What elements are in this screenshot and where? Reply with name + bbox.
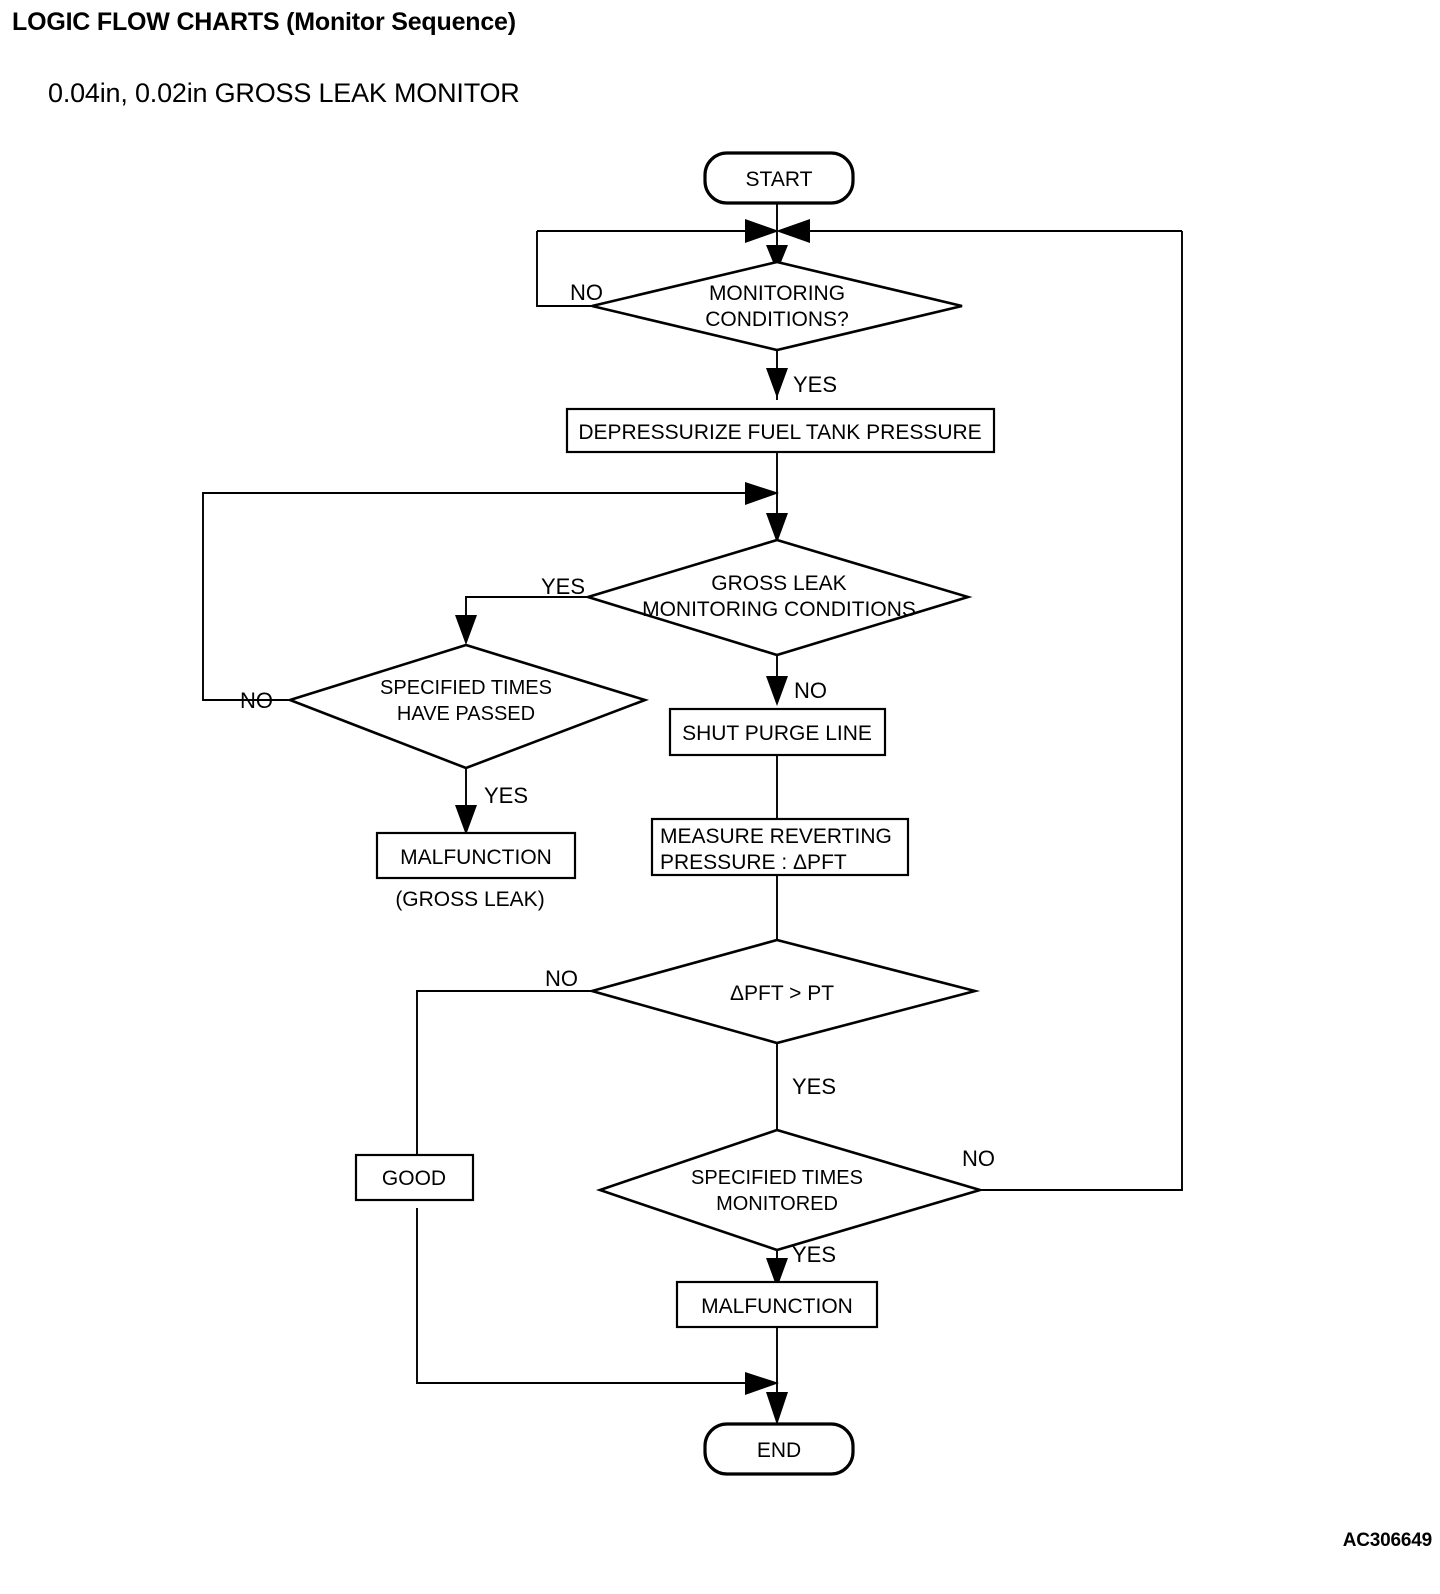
arrowhead-malfunction bbox=[766, 1258, 788, 1288]
node-monitoring-conditions-line1: MONITORING bbox=[709, 282, 845, 305]
node-malfunction-gross-leak[interactable]: MALFUNCTION (GROSS LEAK) bbox=[375, 831, 577, 911]
node-malfunction-label: MALFUNCTION bbox=[701, 1295, 853, 1318]
node-end[interactable]: END bbox=[703, 1422, 855, 1476]
node-good[interactable]: GOOD bbox=[354, 1153, 475, 1202]
node-measure-reverting-pressure-line1: MEASURE REVERTING bbox=[660, 825, 892, 848]
node-pft-greater-pt-label: ΔPFT > PT bbox=[730, 982, 834, 1005]
node-good-label: GOOD bbox=[382, 1167, 446, 1190]
edge-label-mon-cond-yes: YES bbox=[793, 372, 837, 397]
arrowhead-depressurize bbox=[766, 368, 788, 398]
edge-label-times-mon-no: NO bbox=[962, 1146, 995, 1171]
edge-label-gross-yes: YES bbox=[541, 574, 585, 599]
node-shut-purge-line-label: SHUT PURGE LINE bbox=[682, 722, 872, 745]
node-gross-leak-conditions-line1: GROSS LEAK bbox=[711, 572, 846, 595]
node-start[interactable]: START bbox=[703, 151, 855, 205]
arrowhead-malfunction-gross bbox=[455, 805, 477, 835]
node-shut-purge-line[interactable]: SHUT PURGE LINE bbox=[668, 707, 887, 757]
node-end-label: END bbox=[757, 1439, 801, 1462]
node-specified-times-monitored-line1: SPECIFIED TIMES bbox=[691, 1167, 863, 1189]
edge-mon-cond-no bbox=[536, 231, 614, 307]
node-malfunction-gross-leak-label: MALFUNCTION bbox=[400, 846, 552, 869]
edge-label-times-mon-yes: YES bbox=[792, 1242, 836, 1267]
node-specified-times-passed-line1: SPECIFIED TIMES bbox=[380, 677, 552, 699]
node-measure-reverting-pressure-line2: PRESSURE : ΔPFT bbox=[660, 851, 847, 874]
node-malfunction-gross-leak-caption: (GROSS LEAK) bbox=[395, 888, 544, 911]
arrowhead-junction-right bbox=[776, 219, 810, 243]
node-depressurize[interactable]: DEPRESSURIZE FUEL TANK PRESSURE bbox=[565, 407, 996, 454]
node-gross-leak-conditions-line2: MONITORING CONDITIONS bbox=[642, 598, 916, 621]
edge-label-pft-no: NO bbox=[545, 966, 578, 991]
page-subtitle: 0.04in, 0.02in GROSS LEAK MONITOR bbox=[48, 78, 520, 108]
node-gross-leak-conditions[interactable]: GROSS LEAK MONITORING CONDITIONS bbox=[583, 538, 973, 657]
node-monitoring-conditions[interactable]: MONITORING CONDITIONS? bbox=[591, 260, 963, 352]
node-start-label: START bbox=[746, 168, 813, 191]
arrowhead-good-join bbox=[745, 1372, 779, 1395]
edge-label-times-passed-yes: YES bbox=[484, 783, 528, 808]
edge-times-passed-no bbox=[202, 492, 745, 701]
edge-times-mon-no bbox=[980, 231, 1183, 1191]
page-title: LOGIC FLOW CHARTS (Monitor Sequence) bbox=[12, 8, 516, 36]
edge-good-to-end bbox=[416, 1208, 745, 1384]
node-monitoring-conditions-line2: CONDITIONS? bbox=[705, 308, 849, 331]
arrowhead-end bbox=[766, 1392, 788, 1425]
node-specified-times-passed[interactable]: SPECIFIED TIMES HAVE PASSED bbox=[286, 643, 650, 770]
edge-gross-yes bbox=[465, 596, 590, 632]
node-specified-times-monitored-line2: MONITORED bbox=[716, 1193, 838, 1215]
node-measure-reverting-pressure[interactable]: MEASURE REVERTING PRESSURE : ΔPFT bbox=[650, 817, 910, 877]
document-code: AC306649 bbox=[1342, 1530, 1432, 1551]
edge-label-times-passed-no: NO bbox=[240, 688, 273, 713]
edge-pft-no bbox=[416, 990, 594, 1170]
arrowhead-gross-cond bbox=[766, 513, 788, 543]
arrowhead-shut-purge bbox=[766, 676, 788, 706]
node-malfunction[interactable]: MALFUNCTION bbox=[675, 1280, 879, 1329]
arrowhead-mon-cond bbox=[766, 245, 788, 272]
arrowhead-times-passed-no bbox=[745, 482, 779, 505]
arrowhead-times-passed bbox=[455, 615, 477, 645]
node-depressurize-label: DEPRESSURIZE FUEL TANK PRESSURE bbox=[578, 421, 981, 444]
arrowhead-junction-left bbox=[745, 219, 779, 243]
node-specified-times-passed-line2: HAVE PASSED bbox=[397, 703, 535, 725]
edge-label-mon-cond-no: NO bbox=[570, 280, 603, 305]
edge-label-pft-yes: YES bbox=[792, 1074, 836, 1099]
edge-label-gross-no: NO bbox=[794, 678, 827, 703]
node-pft-greater-pt[interactable]: ΔPFT > PT bbox=[587, 938, 981, 1045]
node-specified-times-monitored[interactable]: SPECIFIED TIMES MONITORED bbox=[595, 1128, 985, 1252]
